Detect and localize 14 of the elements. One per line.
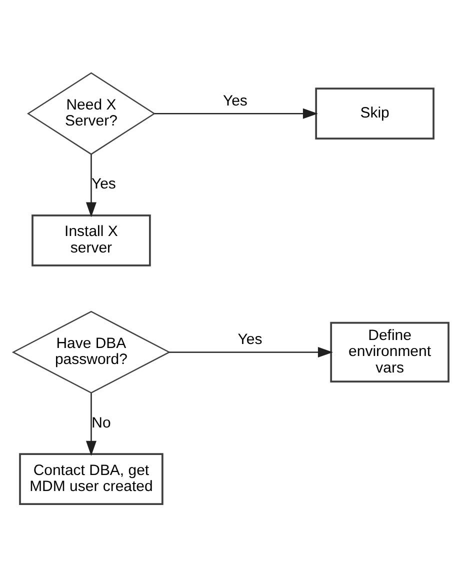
node-box: Contact DBA, get MDM user created xyxy=(19,453,164,505)
node-box: Install X server xyxy=(32,214,151,266)
arrow xyxy=(169,346,333,358)
arrow xyxy=(86,393,96,456)
edge-label: Yes xyxy=(222,92,248,110)
node-diamond: Need X Server? xyxy=(26,72,156,155)
arrow xyxy=(86,154,96,218)
arrow xyxy=(154,108,318,119)
node-box: Skip xyxy=(315,88,434,140)
edge-label: Yes xyxy=(238,331,262,348)
edge-label: No xyxy=(92,414,111,432)
node-box: Define environment vars xyxy=(330,322,450,382)
edge-label: Yes xyxy=(91,176,116,193)
node-diamond: Have DBA password? xyxy=(12,310,171,394)
